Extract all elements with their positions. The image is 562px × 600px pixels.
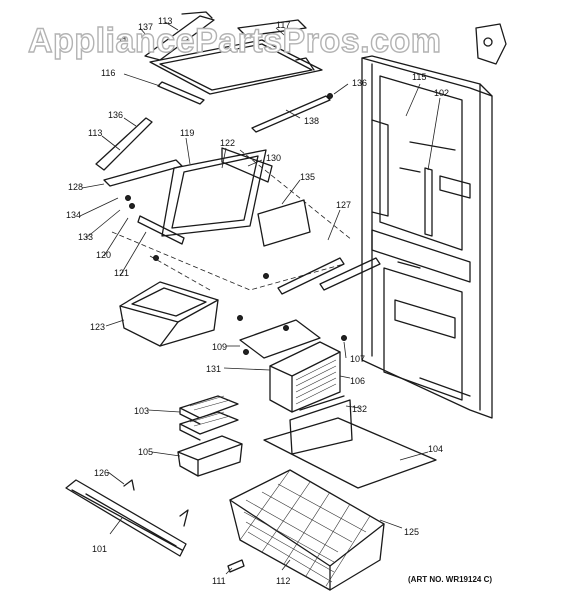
refrigerator-cabinet <box>361 23 507 419</box>
callout-123: 123 <box>90 322 105 332</box>
callout-119-mid: 119 <box>180 128 194 138</box>
callout-116: 116 <box>101 68 115 78</box>
callout-132: 132 <box>352 404 367 414</box>
callout-111: 111 <box>212 576 226 586</box>
callout-112: 112 <box>276 576 290 586</box>
crisper-drawer <box>119 281 219 347</box>
callout-106: 106 <box>350 376 365 386</box>
leader-lines <box>79 21 441 575</box>
watermark: AppliancePartsPros.com <box>28 22 441 60</box>
callout-134: 134 <box>66 210 81 220</box>
ice-trays <box>179 395 239 441</box>
callout-127: 127 <box>336 200 351 210</box>
callout-102: 102 <box>434 88 449 98</box>
callout-119-top: 119 <box>118 36 132 46</box>
callout-136-left: 136 <box>108 110 123 120</box>
callout-109: 109 <box>212 342 227 352</box>
art-number: (ART NO. WR19124 C) <box>408 575 492 584</box>
freezer-basket <box>229 469 385 591</box>
callout-104: 104 <box>428 444 443 454</box>
callout-103: 103 <box>134 406 149 416</box>
callout-115: 115 <box>412 72 426 82</box>
callout-120: 120 <box>96 250 111 260</box>
callout-128: 128 <box>68 182 83 192</box>
callout-113-mid: 113 <box>88 128 102 138</box>
callout-122: 122 <box>220 138 235 148</box>
icemaker-module <box>239 319 341 413</box>
callout-101: 101 <box>92 544 107 554</box>
callout-135: 135 <box>300 172 315 182</box>
callout-133: 133 <box>78 232 93 242</box>
callout-113-top: 113 <box>158 16 172 26</box>
callout-137: 137 <box>138 22 153 32</box>
callout-117: 117 <box>276 20 290 30</box>
hardware-clips <box>123 93 347 573</box>
callout-107: 107 <box>350 354 365 364</box>
upper-shelf-assembly <box>144 11 331 133</box>
callout-138: 138 <box>304 116 319 126</box>
callout-121: 121 <box>114 268 129 278</box>
freezer-shelf <box>263 395 437 489</box>
storage-bin-105 <box>177 435 243 477</box>
callout-136-right: 136 <box>352 78 367 88</box>
callout-131: 131 <box>206 364 221 374</box>
callout-105: 105 <box>138 447 153 457</box>
callout-125: 125 <box>404 527 419 537</box>
callout-labels: 113 137 119 117 116 136 138 136 113 119 … <box>66 16 449 586</box>
base-grille <box>65 479 187 557</box>
callout-126: 126 <box>94 468 109 478</box>
middle-shelf-assembly <box>95 117 381 295</box>
callout-130: 130 <box>266 153 281 163</box>
